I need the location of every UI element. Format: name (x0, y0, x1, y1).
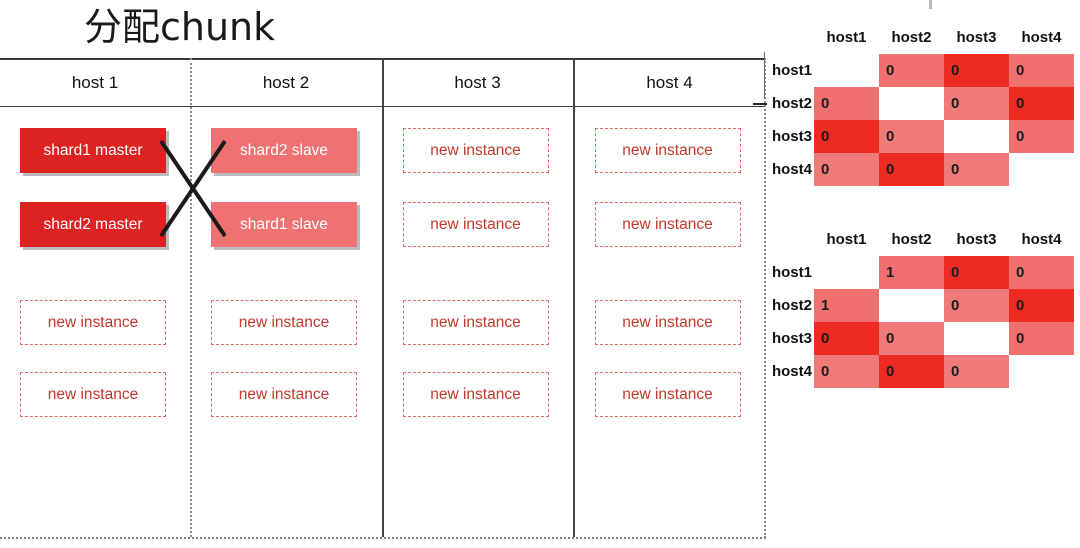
instance-box-new-h4-r4[interactable]: new instance (594, 372, 741, 417)
matrix-cell-host3-host4: 0 (1009, 120, 1074, 153)
instance-box-new-h4-r3[interactable]: new instance (594, 300, 741, 345)
matrix-row-header-host3: host3 (771, 128, 812, 145)
instance-box-new-h4-r1[interactable]: new instance (594, 128, 741, 173)
table-bottom-border (0, 537, 766, 539)
matrix-cell-host1-host1 (814, 54, 879, 87)
column-divider-1 (190, 58, 192, 537)
instance-box-new-h3-r3[interactable]: new instance (402, 300, 549, 345)
instance-box-new-h4-r2[interactable]: new instance (594, 202, 741, 247)
matrix-cell-host2-host3: 0 (944, 289, 1009, 322)
matrix-cell-host1-host3: 0 (944, 256, 1009, 289)
matrix-cell-host1-host2: 0 (879, 54, 944, 87)
matrix-row-header-host4: host4 (771, 161, 812, 178)
matrix-cell-host1-host2: 1 (879, 256, 944, 289)
table-right-dashed-divider (764, 58, 766, 538)
matrix-column-header-host4: host4 (1021, 231, 1062, 248)
matrix-axis-line (764, 52, 766, 98)
instance-box-master-h1-r1[interactable]: shard1 master (20, 128, 166, 173)
matrix-row-header-host1: host1 (771, 264, 812, 281)
matrix-cell-host4-host4 (1009, 153, 1074, 186)
instance-box-new-h1-r3[interactable]: new instance (20, 300, 166, 345)
matrix-cell-host3-host3 (944, 322, 1009, 355)
matrix-cell-host3-host4: 0 (1009, 322, 1074, 355)
column-header-host-4: host 4 (646, 73, 693, 92)
instance-box-master-h1-r2[interactable]: shard2 master (20, 202, 166, 247)
instance-box-slave-h2-r2[interactable]: shard1 slave (211, 202, 357, 247)
instance-box-new-h3-r2[interactable]: new instance (402, 202, 549, 247)
matrix-row-header-host2: host2 (771, 297, 812, 314)
matrix-cell-host4-host3: 0 (944, 355, 1009, 388)
matrix-row-header-host1: host1 (771, 62, 812, 79)
matrix-column-header-host3: host3 (956, 29, 997, 46)
matrix-cell-host2-host4: 0 (1009, 289, 1074, 322)
matrix-cell-host2-host2 (879, 87, 944, 120)
matrix-cell-host4-host1: 0 (814, 355, 879, 388)
matrix-row-header-host2: host2 (771, 95, 812, 112)
instance-box-new-h2-r4[interactable]: new instance (211, 372, 357, 417)
matrix-cell-host4-host1: 0 (814, 153, 879, 186)
instance-box-new-h3-r1[interactable]: new instance (402, 128, 549, 173)
matrix-cell-host4-host4 (1009, 355, 1074, 388)
matrix-cell-host2-host1: 1 (814, 289, 879, 322)
host-allocation-table: host 1 host 2 host 3 host 4 shard1 master sha… (0, 58, 766, 539)
column-header-host-3: host 3 (454, 73, 501, 92)
matrix-cell-host4-host3: 0 (944, 153, 1009, 186)
matrix-cell-host4-host2: 0 (879, 355, 944, 388)
matrix-cell-host2-host3: 0 (944, 87, 1009, 120)
matrix-cell-host3-host1: 0 (814, 322, 879, 355)
column-header-host-2: host 2 (262, 73, 310, 92)
matrix-cell-host3-host2: 0 (879, 322, 944, 355)
matrix-row-header-host4: host4 (771, 363, 812, 380)
matrix-cell-host3-host1: 0 (814, 120, 879, 153)
matrix-cell-host2-host2 (879, 289, 944, 322)
column-divider-3 (573, 58, 575, 537)
cropped-top-marker (929, 0, 932, 9)
matrix-cell-host3-host2: 0 (879, 120, 944, 153)
matrix-cell-host2-host1: 0 (814, 87, 879, 120)
axis-tick-mark (753, 103, 767, 105)
instance-box-slave-h2-r1[interactable]: shard2 slave (211, 128, 357, 173)
matrix-cell-host4-host2: 0 (879, 153, 944, 186)
matrix-cell-host2-host4: 0 (1009, 87, 1074, 120)
matrix-row-header-host3: host3 (771, 330, 812, 347)
matrix-column-header-host3: host3 (956, 231, 997, 248)
matrix-cell-host1-host4: 0 (1009, 256, 1074, 289)
page-title: 分配chunk (84, 5, 276, 49)
matrix-column-header-host1: host1 (826, 231, 867, 248)
matrix-cell-host3-host3 (944, 120, 1009, 153)
matrix-cell-host1-host4: 0 (1009, 54, 1074, 87)
matrix-column-header-host2: host2 (891, 29, 932, 46)
column-divider-2 (382, 58, 384, 537)
matrix-column-header-host4: host4 (1021, 29, 1062, 46)
matrix-column-header-host1: host1 (826, 29, 867, 46)
column-header-host-1: host 1 (71, 73, 119, 92)
instance-box-new-h1-r4[interactable]: new instance (20, 372, 166, 417)
matrix-column-header-host2: host2 (891, 231, 932, 248)
instance-box-new-h3-r4[interactable]: new instance (402, 372, 549, 417)
matrix-cell-host1-host3: 0 (944, 54, 1009, 87)
instance-box-new-h2-r3[interactable]: new instance (211, 300, 357, 345)
matrix-cell-host1-host1 (814, 256, 879, 289)
